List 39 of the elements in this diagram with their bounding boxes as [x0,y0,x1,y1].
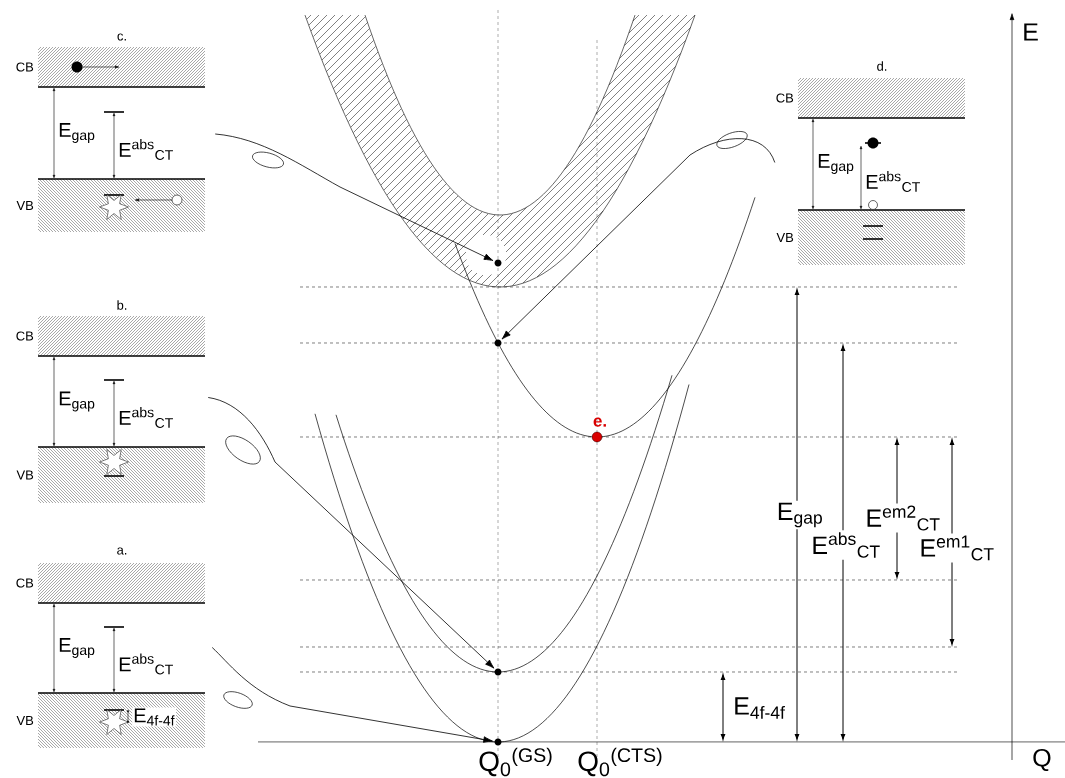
band-label: VB [16,716,34,725]
arrow [207,397,495,669]
energy-label: E$_{gap}$ [818,154,854,174]
energy-label: E$_{4f-4f}$ [731,695,788,721]
axis-label: E [1024,23,1038,41]
axis-label: Q$_{0}$(CTS) [578,747,662,777]
arrow [501,138,776,340]
panel-letter: c. [117,33,126,41]
energy-label: E$_{gap}$ [59,638,95,658]
band-label: VB [16,470,34,480]
point-marker [494,259,502,267]
energy-label: E$^{abs}$CT [809,530,883,560]
band-label: CB [16,578,34,588]
point-marker [494,339,502,347]
band-label: CB [776,93,794,103]
band-label: CB [16,62,34,72]
axis-label: Q$_{0}$(GS) [479,747,552,777]
energy-label: E$^{abs}$CT [119,407,173,428]
energy-label: E$^{em1}$CT [917,533,997,563]
arrow [214,133,494,261]
band-label: CB [16,331,34,341]
energy-label: E$^{abs}$CT [119,653,173,675]
point-marker [494,668,502,676]
energy-label: E$_{gap}$ [59,123,95,143]
arrow [211,647,493,743]
band-label: VB [16,201,34,210]
panel-letter: b. [117,300,127,310]
energy-label: E$^{abs}$CT [866,171,920,192]
energy-label: E$_{4f-4f}$ [132,707,177,727]
band-label: VB [776,233,794,242]
panel-letter: a. [117,547,127,555]
point-label: e. [593,417,606,427]
energy-label: E$^{abs}$CT [119,139,173,160]
energy-label: E$_{gap}$ [774,500,826,530]
panel-letter: d. [877,61,887,71]
point-marker [494,738,502,746]
axis-label: Q [1033,748,1051,772]
energy-label: E$^{em2}$CT [863,503,943,533]
energy-label: E$_{gap}$ [59,391,95,412]
